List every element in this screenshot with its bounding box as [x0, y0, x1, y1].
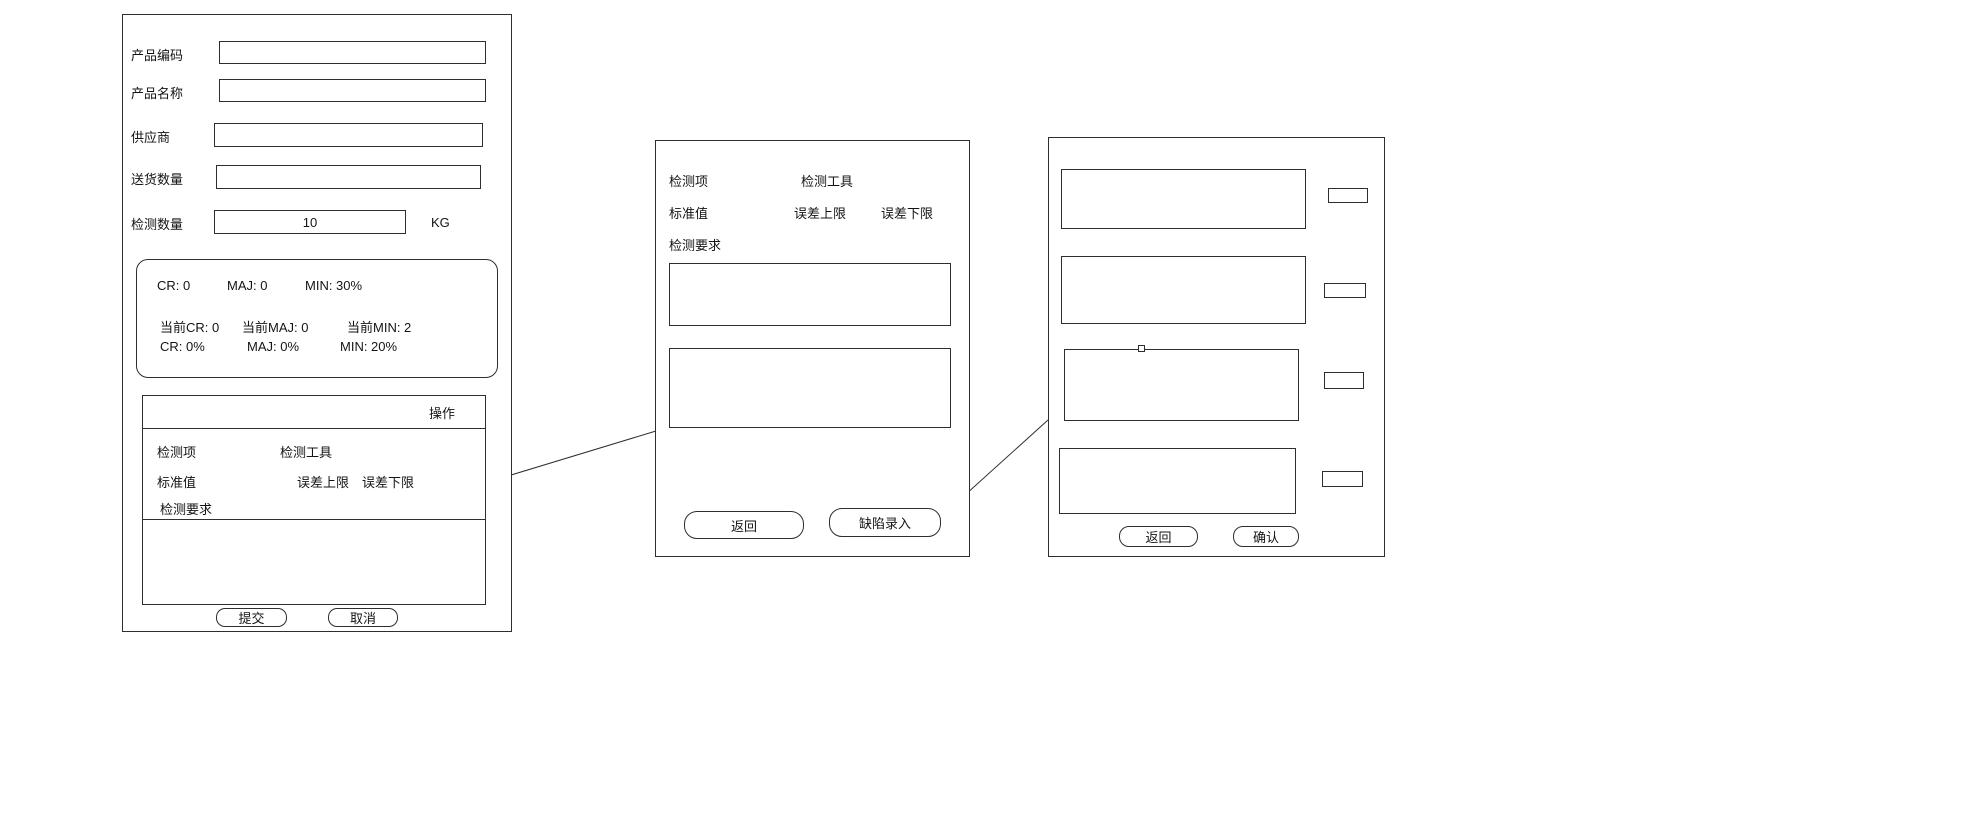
stat-min: MIN: 30% [305, 278, 363, 293]
inspection-items-table: 操作 检测项 检测工具 标准值 误差上限 误差下限 检测要求 [142, 395, 486, 605]
defect-textarea-3[interactable] [1064, 349, 1299, 421]
detail-tool-label: 检测工具 [801, 174, 854, 189]
inspection-detail-panel: 检测项 检测工具 标准值 误差上限 误差下限 检测要求 返回 缺陷录入 [655, 140, 970, 557]
delivery-qty-input[interactable] [216, 165, 481, 189]
defect-textarea-4[interactable] [1059, 448, 1296, 514]
supplier-input[interactable] [214, 123, 483, 147]
detail-requirement-label: 检测要求 [669, 238, 722, 253]
lower-limit-label: 误差下限 [362, 475, 415, 490]
defect-textarea-2[interactable] [1061, 256, 1306, 324]
detail-item-label: 检测项 [669, 174, 709, 189]
product-code-label: 产品编码 [131, 48, 184, 63]
detail-notes-textarea[interactable] [669, 348, 951, 428]
inspect-qty-label: 检测数量 [131, 217, 184, 232]
stat-current-maj: 当前MAJ: 0 [242, 320, 309, 335]
stat-cr-pct: CR: 0% [160, 339, 205, 354]
stat-maj: MAJ: 0 [227, 278, 268, 293]
defect-small-button-2[interactable] [1324, 283, 1366, 298]
operation-column-header: 操作 [428, 405, 455, 421]
table-header-row: 操作 [143, 396, 485, 429]
product-name-input[interactable] [219, 79, 486, 102]
defect-back-button[interactable]: 返回 [1119, 526, 1198, 547]
inspect-qty-input[interactable] [214, 210, 406, 234]
defect-entry-panel: 返回 确认 [1048, 137, 1385, 557]
product-name-label: 产品名称 [131, 86, 184, 101]
delivery-qty-label: 送货数量 [131, 172, 184, 187]
requirement-label: 检测要求 [160, 502, 213, 517]
stat-current-cr: 当前CR: 0 [160, 320, 220, 335]
detail-lower-limit-label: 误差下限 [881, 206, 934, 221]
supplier-label: 供应商 [131, 130, 171, 145]
defect-small-button-3[interactable] [1324, 372, 1364, 389]
standard-label: 标准值 [157, 475, 197, 490]
stat-min-pct: MIN: 20% [340, 339, 398, 354]
selection-handle [1138, 345, 1145, 352]
requirement-text-area[interactable] [143, 520, 485, 604]
inspection-form-panel: 产品编码 产品名称 供应商 送货数量 检测数量 KG CR: 0 MAJ: 0 … [122, 14, 512, 632]
inspect-qty-unit: KG [431, 215, 450, 230]
stat-cr: CR: 0 [157, 278, 191, 293]
defect-small-button-1[interactable] [1328, 188, 1368, 203]
defect-confirm-button[interactable]: 确认 [1233, 526, 1299, 547]
stats-summary-box: CR: 0 MAJ: 0 MIN: 30% 当前CR: 0 当前MAJ: 0 当… [136, 259, 498, 378]
back-button[interactable]: 返回 [684, 511, 804, 539]
defect-small-button-4[interactable] [1322, 471, 1363, 487]
submit-button[interactable]: 提交 [216, 608, 287, 627]
defect-textarea-1[interactable] [1061, 169, 1306, 229]
stat-maj-pct: MAJ: 0% [247, 339, 300, 354]
detail-requirement-textarea[interactable] [669, 263, 951, 326]
upper-limit-label: 误差上限 [297, 475, 350, 490]
product-code-input[interactable] [219, 41, 486, 64]
stat-current-min: 当前MIN: 2 [347, 320, 412, 335]
table-divider [143, 519, 485, 520]
tool-label: 检测工具 [280, 445, 333, 460]
defect-entry-button[interactable]: 缺陷录入 [829, 508, 941, 537]
detail-standard-label: 标准值 [669, 206, 709, 221]
item-label: 检测项 [157, 445, 197, 460]
cancel-button[interactable]: 取消 [328, 608, 398, 627]
detail-upper-limit-label: 误差上限 [794, 206, 847, 221]
